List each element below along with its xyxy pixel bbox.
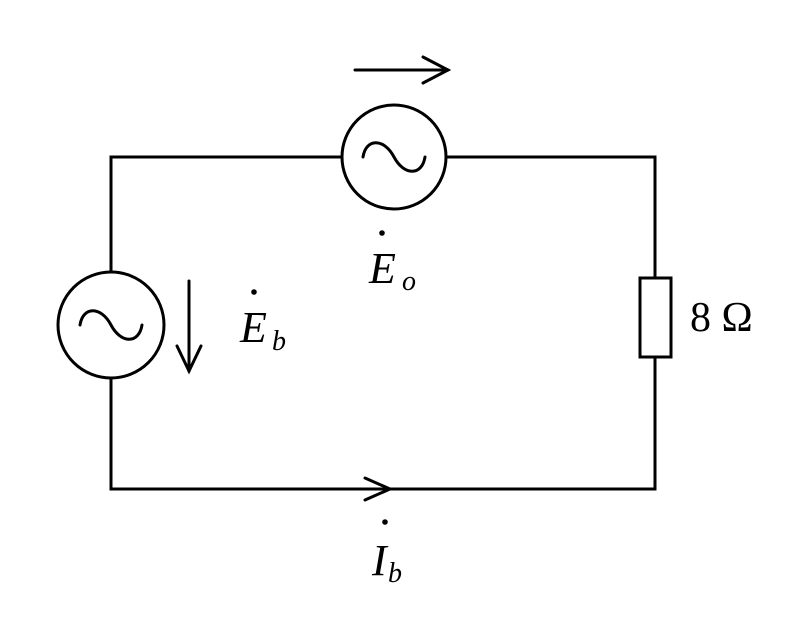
resistor-value-label: 8 Ω [690, 295, 753, 341]
phasor-dot [251, 289, 257, 295]
current-label: I b [371, 519, 402, 589]
left-source-label: E b [239, 289, 286, 357]
phasor-dot [379, 230, 385, 236]
current-subscript: b [388, 558, 402, 589]
left-source-symbol: E [239, 303, 267, 352]
top-source-label: E o [368, 230, 416, 297]
phasor-dot [382, 519, 388, 525]
top-source-subscript: o [402, 266, 416, 297]
top-ac-source [340, 103, 448, 211]
circuit-wires [109, 155, 657, 491]
ac-wave-icon [78, 309, 144, 341]
left-source-direction-arrow [175, 279, 203, 375]
left-ac-source [56, 270, 166, 380]
top-source-symbol: E [368, 244, 396, 293]
left-source-subscript: b [272, 326, 286, 357]
resistor [638, 276, 673, 359]
current-direction-arrow [363, 476, 394, 502]
top-source-direction-arrow [353, 55, 452, 85]
current-symbol: I [371, 536, 389, 585]
ac-wave-icon [361, 141, 427, 173]
